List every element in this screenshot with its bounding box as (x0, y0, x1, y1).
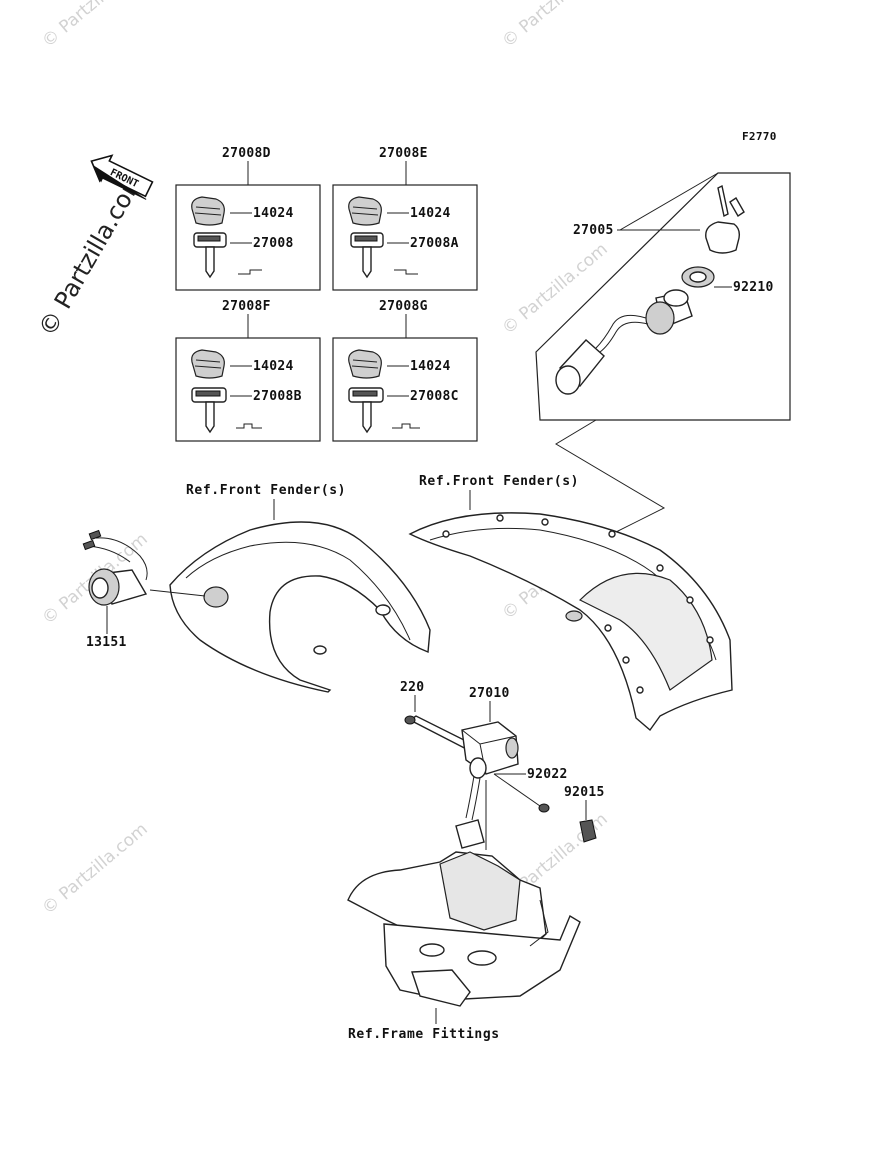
part-number: 27008B (253, 389, 302, 404)
part-number: 14024 (253, 359, 294, 374)
part-number: 92210 (733, 280, 774, 295)
key-set-f: 27008F 14024 27008B (175, 299, 321, 442)
part-number: 27008A (410, 236, 459, 251)
key-set-label: 27008F (222, 299, 271, 314)
part-number: 14024 (410, 359, 451, 374)
key-set-d: 27008D 14024 27008 (175, 146, 321, 291)
key-set-label: 27008G (379, 299, 428, 314)
key-set-label: 27008D (222, 146, 271, 161)
ref-label-frame: Ref.Frame Fittings (348, 1027, 500, 1042)
ignition-switch-assembly: 27005 92210 (535, 172, 791, 421)
part-number: 27010 (469, 686, 510, 701)
key-set-e: 27008E 14024 27008A (332, 146, 478, 291)
key-set-label: 27008E (379, 146, 428, 161)
watermark-tile: © Partzilla.com (38, 0, 151, 52)
part-number: 220 (400, 680, 424, 695)
part-number: 14024 (253, 206, 294, 221)
ref-label-fender-left: Ref.Front Fender(s) (186, 483, 346, 498)
part-number: 27008 (253, 236, 294, 251)
ignition-unit-group: 220 27010 92022 92015 (400, 680, 605, 850)
watermark-tile: © Partzilla.com (498, 239, 611, 339)
watermark-layer: © Partzilla.com © Partzilla.com © Partzi… (38, 0, 611, 919)
right-front-fender: Ref.Front Fender(s) (408, 474, 733, 732)
watermark-tile: © Partzilla.com (498, 0, 611, 52)
part-number: 92022 (527, 767, 568, 782)
ref-label-fender-right: Ref.Front Fender(s) (419, 474, 579, 489)
figure-code: F2770 (742, 130, 777, 143)
part-number: 14024 (410, 206, 451, 221)
switch-13151: 13151 (82, 529, 148, 650)
frame-fittings: Ref.Frame Fittings (347, 851, 581, 1042)
front-arrow-icon: FRONT (90, 154, 154, 200)
part-number: 92015 (564, 785, 605, 800)
part-number: 13151 (86, 635, 127, 650)
watermark-tile: © Partzilla.com (38, 819, 151, 919)
left-front-fender: Ref.Front Fender(s) (149, 483, 431, 693)
part-number: 27008C (410, 389, 459, 404)
key-set-g: 27008G 14024 27008C (332, 299, 478, 442)
part-number: 27005 (573, 223, 614, 238)
